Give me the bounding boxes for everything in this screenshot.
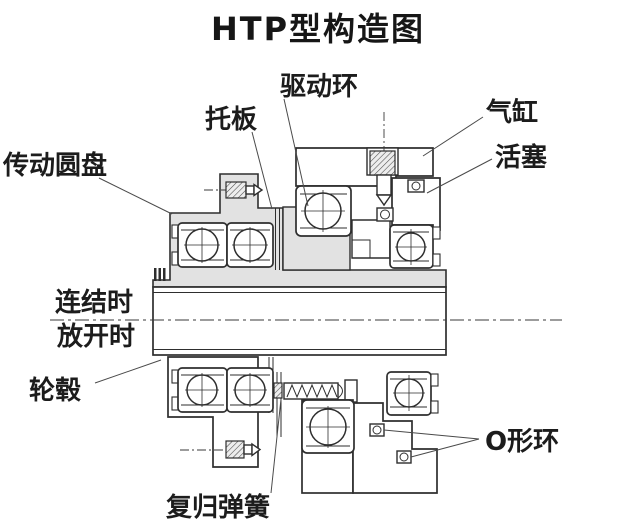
leader-return-spring bbox=[270, 398, 282, 494]
spline-teeth bbox=[154, 268, 157, 281]
part-o-rings-bottom bbox=[369, 423, 412, 464]
cylinder-bolt bbox=[369, 150, 396, 176]
leader-o-ring-1 bbox=[383, 429, 480, 440]
label-piston: 活塞 bbox=[495, 142, 547, 173]
labels: HTP型构造图 驱动环 托板 气缸 活塞 传动圆盘 连结时 放开时 轮毂 复归弹… bbox=[2, 10, 559, 523]
o-ring-seat-mid bbox=[376, 207, 394, 222]
leader-lines bbox=[94, 98, 493, 494]
part-return-spring bbox=[283, 379, 358, 403]
bottom-right-stepped-block bbox=[352, 402, 438, 494]
leader-drive-disc bbox=[98, 177, 173, 215]
part-o-rings-top bbox=[376, 179, 425, 222]
leader-cylinder bbox=[422, 116, 484, 157]
leader-o-ring-2 bbox=[410, 438, 480, 458]
bolt-top-left bbox=[225, 181, 247, 199]
label-support-plate: 托板 bbox=[205, 105, 257, 135]
piston-inner-block bbox=[351, 219, 391, 259]
label-drive-ring: 驱动环 bbox=[280, 72, 358, 102]
label-cylinder: 气缸 bbox=[485, 97, 538, 128]
label-drive-disc: 传动圆盘 bbox=[2, 150, 107, 181]
part-cylinder bbox=[295, 112, 434, 212]
spring-seat bbox=[273, 382, 283, 399]
page-title: HTP型构造图 bbox=[211, 10, 425, 48]
part-hub-shaft bbox=[152, 268, 447, 356]
bolt-bottom-left bbox=[225, 440, 245, 459]
leader-support-plate bbox=[251, 131, 273, 210]
part-bearings-bottom bbox=[171, 367, 439, 454]
leader-hub bbox=[94, 359, 162, 384]
o-ring-seat-top bbox=[407, 179, 425, 193]
leader-drive-ring bbox=[283, 98, 309, 207]
leader-piston bbox=[426, 158, 493, 194]
label-hub: 轮毂 bbox=[29, 376, 81, 406]
label-released: 放开时 bbox=[56, 321, 135, 352]
part-bearings-top bbox=[171, 185, 441, 269]
label-o-ring: O形环 bbox=[485, 427, 559, 457]
label-return-spring: 复归弹簧 bbox=[166, 492, 270, 523]
label-connected: 连结时 bbox=[55, 288, 133, 318]
